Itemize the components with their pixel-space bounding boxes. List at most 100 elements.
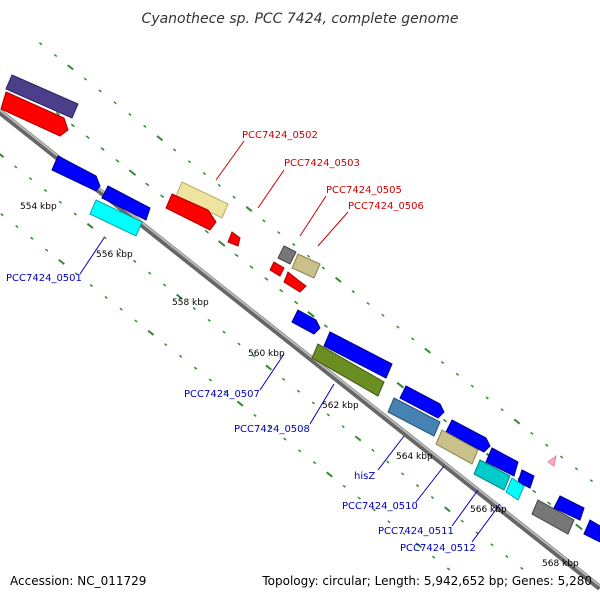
tick-mark <box>371 448 375 452</box>
gene-feature-blue-1[interactable] <box>51 155 101 192</box>
tick-mark <box>490 543 494 547</box>
gene-feature-cyan-0512[interactable] <box>505 477 525 501</box>
tick-mark <box>128 169 137 176</box>
tick-mark <box>575 523 583 531</box>
tick-mark <box>83 77 87 81</box>
gene-feature-pink[interactable] <box>547 454 557 467</box>
tick-mark <box>532 489 537 494</box>
tick-mark <box>67 64 74 71</box>
tick-mark <box>208 378 213 382</box>
tick-mark <box>326 471 333 478</box>
tick-mark <box>217 240 226 247</box>
tick-mark <box>589 479 594 483</box>
gene-feature-red-1[interactable] <box>0 91 69 137</box>
tick-mark <box>43 188 48 192</box>
gene-feature-olive-0507[interactable] <box>311 343 385 397</box>
tick-mark <box>321 266 326 270</box>
gene-feature-khaki-0506[interactable] <box>291 253 321 279</box>
tick-mark <box>86 222 94 229</box>
gene-feature-blue-10[interactable] <box>583 519 600 543</box>
tick-mark <box>156 135 164 142</box>
gene-label-0511[interactable]: PCC7424_0511 <box>378 526 454 537</box>
gene-label-hisz[interactable]: hisZ <box>354 471 375 482</box>
tick-mark <box>223 390 227 394</box>
gene-feature-blue-6[interactable] <box>445 419 491 453</box>
kbp-label: 560 kbp <box>248 349 285 359</box>
gene-feature-cyan-0501[interactable] <box>89 199 143 237</box>
label-leaders <box>79 140 501 543</box>
gene-feature-gray-lower[interactable] <box>531 499 575 535</box>
gene-label-0501[interactable]: PCC7424_0501 <box>6 273 82 284</box>
tick-mark <box>402 532 406 536</box>
tick-mark <box>134 319 138 323</box>
gene-feature-blue-4[interactable] <box>323 331 393 379</box>
tick-mark <box>145 182 150 187</box>
tick-mark <box>236 400 244 407</box>
gene-feature-blue-7[interactable] <box>485 447 519 477</box>
gene-feature-gray-0505[interactable] <box>277 245 297 265</box>
gene-label-0512[interactable]: PCC7424_0512 <box>400 543 476 554</box>
gene-feature-red-0502[interactable] <box>165 193 217 231</box>
tick-mark <box>311 401 316 405</box>
gene-label-0503[interactable]: PCC7424_0503 <box>284 158 360 169</box>
tick-mark <box>193 366 198 370</box>
tick-mark <box>283 437 287 441</box>
gene-feature-red-0505a[interactable] <box>269 261 285 277</box>
tick-mark <box>73 212 77 216</box>
tick-mark <box>162 283 167 287</box>
tick-mark <box>500 408 504 412</box>
tick-mark <box>115 158 120 163</box>
tick-mark <box>265 364 273 371</box>
tick-mark <box>264 277 269 281</box>
gene-feature-blue-8[interactable] <box>517 469 535 489</box>
gene-label-0506[interactable]: PCC7424_0506 <box>348 201 424 212</box>
tick-mark <box>70 123 75 128</box>
tick-mark <box>119 307 123 311</box>
gene-feature-khaki-0510[interactable] <box>435 429 479 465</box>
gene-feature-steelblue-hisz[interactable] <box>387 397 441 437</box>
tick-mark <box>381 313 385 317</box>
gene-label-0507[interactable]: PCC7424_0507 <box>184 389 260 400</box>
kbp-label: 554 kbp <box>20 202 57 212</box>
kbp-label: 568 kbp <box>542 559 579 569</box>
genome-summary-text: Topology: circular; Length: 5,942,652 bp… <box>261 574 592 588</box>
gene-feature-blue-5[interactable] <box>399 385 445 419</box>
tick-mark <box>44 248 49 252</box>
tick-mark <box>520 566 524 570</box>
gene-label-0502[interactable]: PCC7424_0502 <box>242 130 318 141</box>
tick-mark <box>53 53 58 58</box>
gene-feature-blue-9[interactable] <box>553 495 585 521</box>
tick-mark <box>505 555 509 559</box>
gene-feature-blue-2[interactable] <box>101 185 151 221</box>
gene-feature-red-0505b[interactable] <box>283 271 307 293</box>
gene-feature-purple[interactable] <box>5 74 79 119</box>
tick-mark <box>113 101 117 105</box>
tick-mark <box>326 413 330 417</box>
tick-mark <box>470 384 474 388</box>
kbp-label: 562 kbp <box>322 401 359 411</box>
tick-mark <box>279 288 284 293</box>
tick-mark <box>0 213 4 217</box>
tick-mark <box>222 330 226 334</box>
gene-label-0508[interactable]: PCC7424_0508 <box>234 424 310 435</box>
gene-label-0510[interactable]: PCC7424_0510 <box>342 501 418 512</box>
gene-feature-khaki-0502[interactable] <box>175 181 229 219</box>
tick-mark <box>0 153 5 158</box>
tick-mark <box>387 520 391 524</box>
tick-mark <box>277 231 281 235</box>
gene-feature-cyan-0511[interactable] <box>473 459 511 491</box>
kbp-label: 566 kbp <box>470 505 507 515</box>
genome-backbone <box>0 109 600 591</box>
tick-mark <box>187 160 192 164</box>
tick-mark <box>176 293 183 300</box>
tick-mark <box>28 177 33 181</box>
tick-mark <box>440 360 445 365</box>
gene-feature-red-0503[interactable] <box>227 231 241 247</box>
tick-mark <box>204 229 209 234</box>
tick-mark <box>14 165 18 169</box>
gene-feature-blue-3[interactable] <box>291 309 321 335</box>
tick-mark <box>334 276 342 283</box>
gene-label-0505[interactable]: PCC7424_0505 <box>326 185 402 196</box>
tick-mark <box>249 265 254 269</box>
